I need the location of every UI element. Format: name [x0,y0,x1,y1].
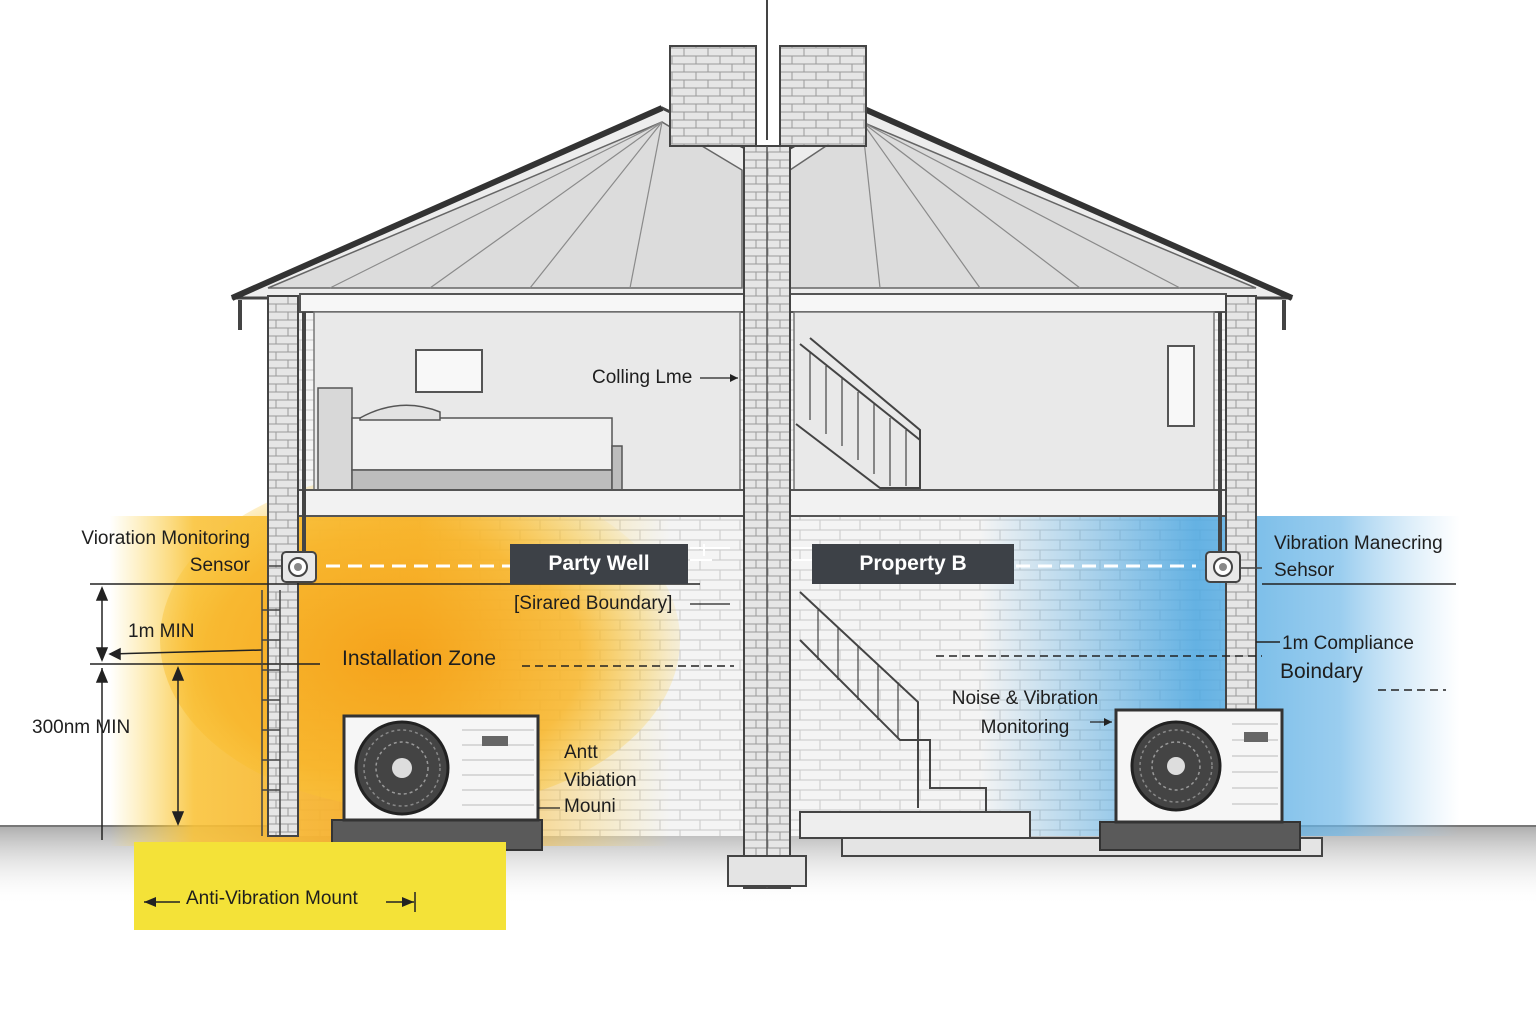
shared-boundary-label: [Sirared Boundary] [514,593,673,614]
lower-staircase [799,591,1323,857]
party-wall-tag: Party Well [510,544,688,584]
right-vibration-sensor-icon [1205,551,1241,583]
left-heat-pump-unit [331,714,543,851]
anti-vibration-label-line3: Mouni [564,796,616,817]
upper-staircase [795,337,921,489]
mount-dimension-arrows [144,892,416,912]
ceiling-line-label: Colling Lme [592,367,693,388]
left-vibration-sensor-icon [281,551,317,583]
compliance-label-line2: Boindary [1280,660,1363,683]
right-sensor-label-line1: Vibration Manecring [1274,533,1443,554]
anti-vibration-label-line2: Vibiation [564,770,637,791]
one-meter-min-label: 1m MIN [128,621,195,642]
right-sensor-label-line2: Sehsor [1274,560,1335,581]
left-fan-icon [354,720,450,816]
installation-zone-label: Installation Zone [342,647,497,670]
three-hundred-min-label: 300nm MIN [32,717,131,738]
anti-vibration-mount-label: Anti-Vibration Mount [186,888,358,909]
right-fan-icon [1130,720,1222,812]
right-heat-pump-unit [1099,708,1301,851]
noise-monitoring-label-line1: Noise & Vibration [951,688,1099,709]
upper-right-room [793,311,1215,493]
anti-vibration-label-line1: Antt [564,742,598,763]
noise-monitoring-label-line2: Monitoring [980,717,1070,738]
dimension-lines [90,583,700,840]
bed [317,387,623,493]
anti-vibration-mount-highlight [134,842,506,930]
left-sensor-label-line2: Sensor [189,555,250,576]
left-sensor-label-line1: Vioration Monitoring [81,528,250,549]
left-chimney [669,45,757,147]
right-chimney [779,45,867,147]
property-b-tag: Property B [812,544,1014,584]
compliance-label-line1: 1m Compliance [1282,633,1414,654]
ladder [261,590,281,836]
